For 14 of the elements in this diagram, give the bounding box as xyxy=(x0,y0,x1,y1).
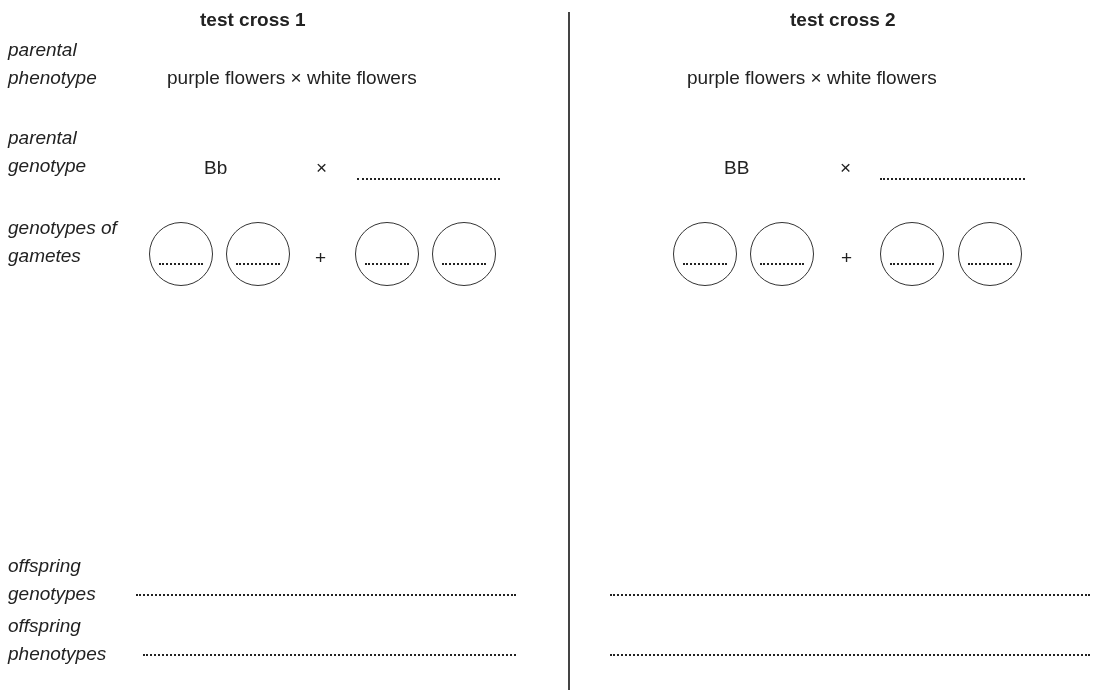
cross-text: + xyxy=(841,246,853,270)
row-label: parental phenotype xyxy=(8,38,98,90)
cross-text: BB xyxy=(724,156,750,180)
cross-text: purple flowers × white flowers xyxy=(687,66,937,90)
row-label: genotypes of gametes xyxy=(8,216,120,268)
row-label: parental genotype xyxy=(8,126,88,178)
cross-text: Bb xyxy=(204,156,228,180)
cross-text: + xyxy=(315,246,327,270)
cross-text: purple flowers × white flowers xyxy=(167,66,417,90)
column-heading: test cross 1 xyxy=(200,8,306,32)
cross-text: × xyxy=(840,156,852,180)
row-label: offspring phenotypes xyxy=(8,614,108,666)
column-heading: test cross 2 xyxy=(790,8,896,32)
cross-text: × xyxy=(316,156,328,180)
